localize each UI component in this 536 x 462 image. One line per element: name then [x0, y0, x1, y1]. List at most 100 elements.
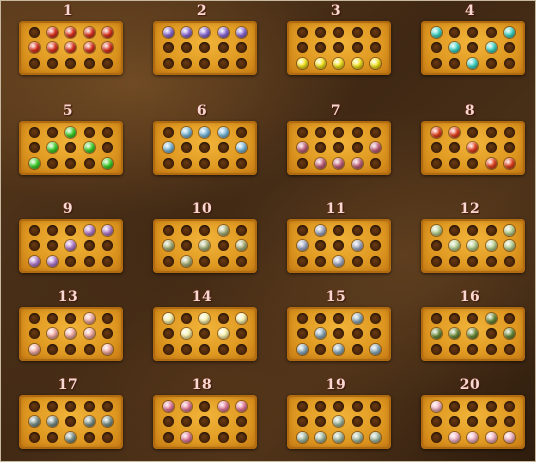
- peg-mauve: [333, 158, 344, 169]
- peg-mauve: [315, 158, 326, 169]
- level-tile[interactable]: 20: [403, 375, 536, 462]
- empty-hole: [333, 313, 344, 324]
- board-hole: [464, 25, 482, 40]
- peg-yellow: [297, 58, 308, 69]
- peg-board[interactable]: [19, 307, 123, 361]
- peg-slate: [84, 416, 95, 427]
- empty-hole: [199, 401, 210, 412]
- board-hole: [80, 238, 98, 253]
- level-tile[interactable]: 13: [1, 287, 135, 375]
- peg-board[interactable]: [287, 307, 391, 361]
- level-tile[interactable]: 3: [269, 1, 403, 101]
- board-hole: [25, 40, 43, 55]
- peg-board[interactable]: [287, 21, 391, 75]
- peg-red: [65, 42, 76, 53]
- board-hole: [233, 140, 251, 155]
- level-tile[interactable]: 11: [269, 199, 403, 287]
- peg-violet: [84, 225, 95, 236]
- board-hole: [177, 254, 195, 269]
- peg-board[interactable]: [153, 219, 257, 273]
- peg-board[interactable]: [287, 121, 391, 175]
- level-tile[interactable]: 6: [135, 101, 269, 199]
- peg-yellow: [352, 58, 363, 69]
- level-tile[interactable]: 19: [269, 375, 403, 462]
- board-hole: [233, 430, 251, 445]
- peg-pink: [65, 328, 76, 339]
- empty-hole: [504, 313, 515, 324]
- board-hole: [99, 223, 117, 238]
- level-tile[interactable]: 1: [1, 1, 135, 101]
- board-hole: [367, 399, 385, 414]
- level-tile[interactable]: 5: [1, 101, 135, 199]
- peg-board[interactable]: [19, 219, 123, 273]
- peg-board[interactable]: [421, 395, 525, 449]
- empty-hole: [333, 142, 344, 153]
- empty-hole: [467, 344, 478, 355]
- board-hole: [464, 156, 482, 171]
- board-hole: [482, 254, 500, 269]
- board-hole: [330, 342, 348, 357]
- board-hole: [159, 238, 177, 253]
- board-hole: [464, 342, 482, 357]
- peg-board[interactable]: [153, 21, 257, 75]
- empty-hole: [370, 401, 381, 412]
- peg-sage: [315, 432, 326, 443]
- board-hole: [367, 125, 385, 140]
- board-hole: [348, 156, 366, 171]
- empty-hole: [486, 142, 497, 153]
- peg-board[interactable]: [421, 21, 525, 75]
- level-tile[interactable]: 17: [1, 375, 135, 462]
- level-tile[interactable]: 4: [403, 1, 536, 101]
- level-tile[interactable]: 9: [1, 199, 135, 287]
- empty-hole: [181, 58, 192, 69]
- board-hole: [62, 25, 80, 40]
- peg-board[interactable]: [19, 395, 123, 449]
- level-tile[interactable]: 8: [403, 101, 536, 199]
- board-hole: [233, 25, 251, 40]
- board-hole: [62, 311, 80, 326]
- level-tile[interactable]: 2: [135, 1, 269, 101]
- board-hole: [445, 311, 463, 326]
- peg-violet: [47, 256, 58, 267]
- peg-board[interactable]: [153, 307, 257, 361]
- empty-hole: [297, 158, 308, 169]
- level-tile[interactable]: 10: [135, 199, 269, 287]
- level-tile[interactable]: 18: [135, 375, 269, 462]
- peg-board[interactable]: [421, 219, 525, 273]
- board-hole: [501, 56, 519, 71]
- board-hole: [99, 125, 117, 140]
- board-hole: [196, 223, 214, 238]
- board-hole: [214, 40, 232, 55]
- empty-hole: [199, 344, 210, 355]
- board-hole: [427, 342, 445, 357]
- board-hole: [196, 238, 214, 253]
- level-tile[interactable]: 14: [135, 287, 269, 375]
- empty-hole: [297, 416, 308, 427]
- peg-board[interactable]: [287, 219, 391, 273]
- empty-hole: [315, 240, 326, 251]
- peg-board[interactable]: [19, 121, 123, 175]
- board-hole: [293, 414, 311, 429]
- level-tile[interactable]: 16: [403, 287, 536, 375]
- empty-hole: [504, 416, 515, 427]
- peg-rose: [181, 401, 192, 412]
- empty-hole: [352, 344, 363, 355]
- peg-board[interactable]: [421, 307, 525, 361]
- board-hole: [330, 254, 348, 269]
- peg-board[interactable]: [153, 121, 257, 175]
- board-hole: [464, 399, 482, 414]
- empty-hole: [370, 240, 381, 251]
- peg-board[interactable]: [19, 21, 123, 75]
- level-tile[interactable]: 15: [269, 287, 403, 375]
- board-hole: [311, 342, 329, 357]
- peg-board[interactable]: [421, 121, 525, 175]
- board-hole: [293, 238, 311, 253]
- peg-board[interactable]: [287, 395, 391, 449]
- board-hole: [25, 223, 43, 238]
- level-tile[interactable]: 12: [403, 199, 536, 287]
- board-hole: [233, 342, 251, 357]
- empty-hole: [315, 344, 326, 355]
- peg-board[interactable]: [153, 395, 257, 449]
- peg-red: [84, 42, 95, 53]
- level-tile[interactable]: 7: [269, 101, 403, 199]
